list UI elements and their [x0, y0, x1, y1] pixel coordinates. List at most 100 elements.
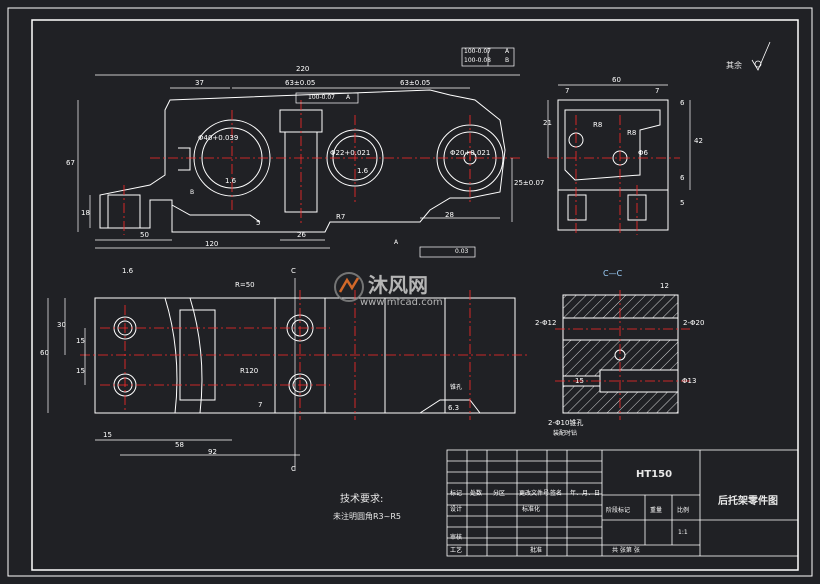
section-cc — [562, 294, 679, 414]
section-mark-2: C — [291, 465, 296, 473]
top-7: 7 — [258, 401, 263, 409]
tb-zone: 分区 — [493, 490, 506, 497]
c-holes-note: 装配时钻 — [553, 430, 578, 437]
tb-mark: 标记 — [450, 490, 463, 497]
top-dim-lines — [47, 278, 300, 470]
c-holes: 2-Φ10锥孔 — [548, 419, 584, 427]
datum-a: A — [394, 239, 399, 246]
top-30: 30 — [57, 321, 66, 329]
top-view — [94, 297, 516, 414]
c-12: 12 — [660, 282, 669, 290]
tb-scale: 1:1 — [678, 529, 688, 536]
rough-16a: 1.6 — [225, 177, 237, 185]
tol-a2: A — [346, 94, 351, 101]
title-block — [446, 449, 799, 557]
tb-sign: 签名 — [550, 490, 563, 497]
tb-process: 工艺 — [450, 547, 463, 554]
dim-r7: R7 — [336, 213, 346, 221]
tol-3: 100-0.07 — [308, 94, 335, 101]
tol-a: A — [505, 48, 510, 55]
tb-scale-label: 比例 — [677, 507, 690, 514]
c-15: 15 — [575, 377, 584, 385]
top-r120: R120 — [240, 367, 259, 375]
c-phi12: 2-Φ12 — [535, 319, 557, 327]
top-58: 58 — [175, 441, 184, 449]
side-phi6: Φ6 — [638, 149, 648, 157]
section-centerlines — [555, 290, 690, 420]
top-centerlines — [80, 290, 530, 420]
dim-28: 28 — [445, 211, 454, 219]
watermark-url: www.mfcad.com — [360, 297, 443, 308]
c-phi13: Φ13 — [682, 377, 697, 385]
front-dim-lines — [77, 47, 520, 258]
tb-sheets: 共 张第 张 — [612, 547, 640, 554]
material: HT150 — [636, 469, 673, 480]
inner-border — [31, 19, 799, 571]
side-dim-lines — [547, 84, 691, 190]
side-centerlines — [548, 115, 680, 235]
side-60: 60 — [612, 76, 621, 84]
remaining-label: 其余 — [726, 61, 742, 70]
side-5: 5 — [680, 199, 685, 207]
tech-line1: 未注明圆角R3~R5 — [333, 512, 401, 521]
tb-standard: 标准化 — [522, 506, 541, 513]
front-centerlines — [123, 100, 520, 235]
tb-review: 审核 — [450, 534, 463, 541]
dim-63a: 63±0.05 — [285, 79, 316, 87]
dim-26: 26 — [297, 231, 306, 239]
tb-approve: 批准 — [530, 547, 543, 554]
roughness-symbol — [751, 41, 771, 71]
c-phi20: 2-Φ20 — [683, 319, 705, 327]
dim-overall-length: 220 — [296, 65, 310, 73]
rough-16c: 1.6 — [122, 267, 134, 275]
top-60: 60 — [40, 349, 49, 357]
side-7a: 7 — [565, 87, 570, 95]
dim-25: 25±0.07 — [514, 179, 545, 187]
dim-phi-c: Φ20+0.021 — [450, 149, 491, 157]
tb-weight: 重量 — [650, 507, 663, 514]
dim-37: 37 — [195, 79, 204, 87]
tol-1: 100-0.07 — [464, 48, 491, 55]
outer-border — [7, 7, 813, 577]
dim-5: 5 — [256, 219, 261, 227]
flatness-003: 0.03 — [455, 248, 469, 255]
side-21: 21 — [543, 119, 552, 127]
dim-phi-a: Φ40+0.039 — [198, 134, 239, 142]
side-42: 42 — [694, 137, 703, 145]
side-r8a: R8 — [593, 121, 603, 129]
dim-67: 67 — [66, 159, 75, 167]
dim-50: 50 — [140, 231, 149, 239]
tol-b: B — [505, 57, 510, 64]
top-15c: 15 — [103, 431, 112, 439]
side-6b: 6 — [680, 174, 685, 182]
top-15a: 15 — [76, 337, 85, 345]
dim-63b: 63±0.05 — [400, 79, 431, 87]
top-92: 92 — [208, 448, 217, 456]
top-r50: R=50 — [235, 281, 255, 289]
view-b: B — [190, 189, 195, 196]
tb-date: 年、月、日 — [570, 490, 601, 497]
top-15b: 15 — [76, 367, 85, 375]
small-hole-note: 锥孔 — [450, 384, 463, 391]
tol-2: 100-0.08 — [464, 57, 491, 64]
section-title: C—C — [603, 269, 623, 278]
section-mark-1: C — [291, 267, 296, 275]
side-7b: 7 — [655, 87, 660, 95]
tb-change: 更改文件号 — [519, 490, 550, 497]
dim-18: 18 — [81, 209, 90, 217]
rough-63: 6.3 — [448, 404, 460, 412]
watermark-brand: 沐风网 — [368, 273, 428, 297]
side-view — [557, 99, 669, 231]
tb-stage: 阶段标记 — [606, 507, 631, 514]
watermark-logo — [334, 272, 364, 302]
rough-16b: 1.6 — [357, 167, 369, 175]
drawing-title: 后托架零件图 — [718, 496, 778, 507]
dim-120: 120 — [205, 240, 219, 248]
side-r8b: R8 — [627, 129, 637, 137]
dim-phi-b: Φ22+0.021 — [330, 149, 371, 157]
tb-design: 设计 — [450, 506, 463, 513]
side-6a: 6 — [680, 99, 685, 107]
tb-count: 处数 — [470, 490, 483, 497]
